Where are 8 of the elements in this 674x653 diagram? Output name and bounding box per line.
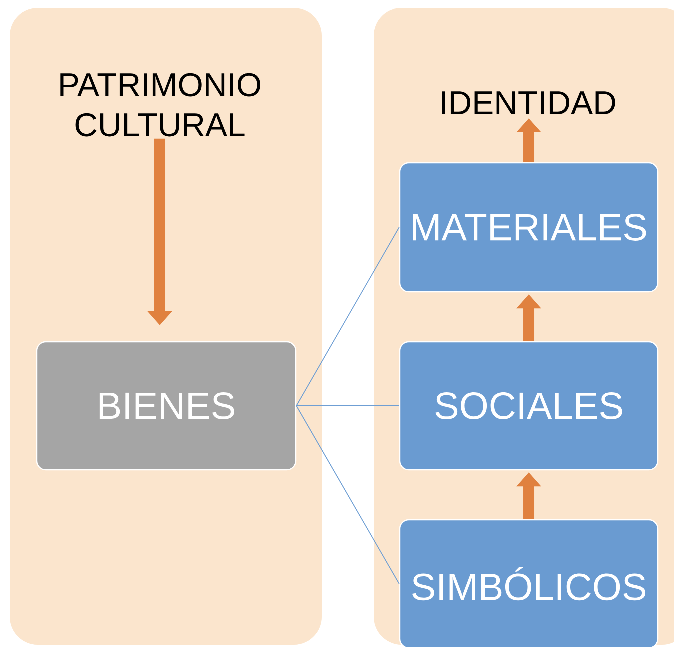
heading: PATRIMONIO CULTURAL (60, 73, 260, 137)
heading: IDENTIDAD (442, 92, 616, 114)
process-box: SIMBÓLICOS (399, 519, 659, 649)
connector-line (296, 406, 400, 584)
connector-line (296, 227, 400, 406)
process-box: MATERIALES (399, 162, 659, 293)
process-box: BIENES (36, 341, 297, 471)
process-box: SOCIALES (399, 341, 659, 471)
